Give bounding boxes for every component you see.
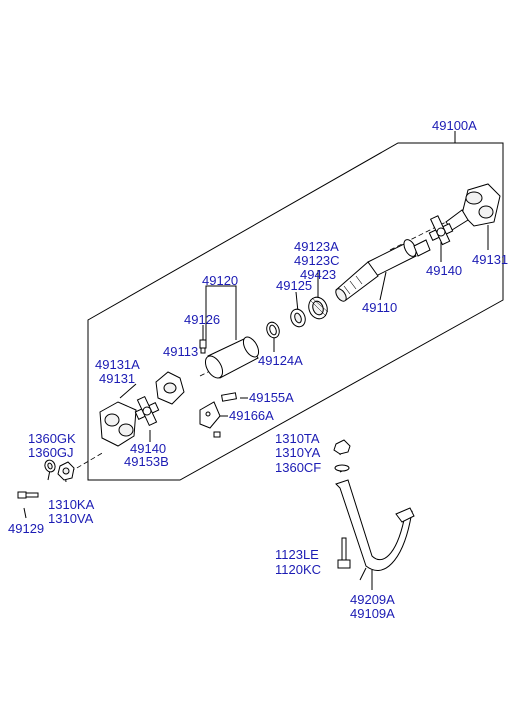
flange-nut-part	[57, 461, 75, 481]
label-49209A: 49209A	[350, 592, 395, 607]
label-49110: 49110	[362, 300, 397, 315]
label-49124A: 49124A	[258, 353, 303, 368]
label-49123A: 49123A	[294, 239, 339, 254]
part-labels: 49100A 49131 49140 49123A 49123C 49423 4…	[8, 118, 508, 621]
bearing-strap-part	[335, 479, 415, 571]
label-49140-left: 49140	[130, 441, 166, 456]
label-49140-top: 49140	[426, 263, 462, 278]
label-49423: 49423	[300, 267, 336, 282]
strap-bolt-part	[337, 537, 351, 569]
label-49131-top: 49131	[472, 252, 508, 267]
front-universal-joint-part	[134, 395, 160, 427]
rear-universal-joint-part	[428, 215, 454, 246]
label-1123LE: 1123LE	[275, 547, 319, 562]
label-1360GJ: 1360GJ	[28, 445, 74, 460]
label-1360GK: 1360GK	[28, 431, 76, 446]
label-49131-left: 49131	[99, 371, 135, 386]
label-49109A: 49109A	[350, 606, 395, 621]
label-49131A: 49131A	[95, 357, 140, 372]
assembly-boundary	[87, 142, 504, 481]
label-49125: 49125	[276, 278, 312, 293]
label-1310VA: 1310VA	[48, 511, 94, 526]
flange-bolt-part	[17, 491, 39, 499]
bearing-nut-part	[333, 439, 351, 455]
bracket-part	[199, 401, 221, 438]
rear-yoke-part	[445, 183, 501, 231]
flange-yoke-part	[155, 371, 185, 405]
main-shaft-tube-part	[335, 239, 431, 302]
flange-washer-part	[44, 459, 56, 473]
label-49153B: 49153B	[124, 454, 169, 469]
leader-lines	[23, 131, 489, 590]
label-49113: 49113	[163, 344, 198, 359]
label-49155A: 49155A	[249, 390, 294, 405]
label-1120KC: 1120KC	[275, 562, 321, 577]
label-1310KA: 1310KA	[48, 497, 95, 512]
label-49166A: 49166A	[229, 408, 274, 423]
label-49120: 49120	[202, 273, 238, 288]
sleeve-tube-part	[204, 336, 260, 379]
label-1310TA: 1310TA	[275, 431, 320, 446]
bolt-part	[221, 392, 237, 402]
washer-part	[290, 308, 306, 328]
bearing-washer-part	[334, 464, 350, 472]
label-49129: 49129	[8, 521, 44, 536]
label-1310YA: 1310YA	[275, 445, 321, 460]
slip-ring-part	[308, 296, 329, 320]
label-49126: 49126	[184, 312, 220, 327]
front-yoke-part	[99, 401, 137, 447]
label-1360CF: 1360CF	[275, 460, 321, 475]
label-49123C: 49123C	[294, 253, 340, 268]
seal-part	[266, 321, 280, 339]
grease-fitting-part	[199, 339, 207, 354]
label-49100A: 49100A	[432, 118, 477, 133]
